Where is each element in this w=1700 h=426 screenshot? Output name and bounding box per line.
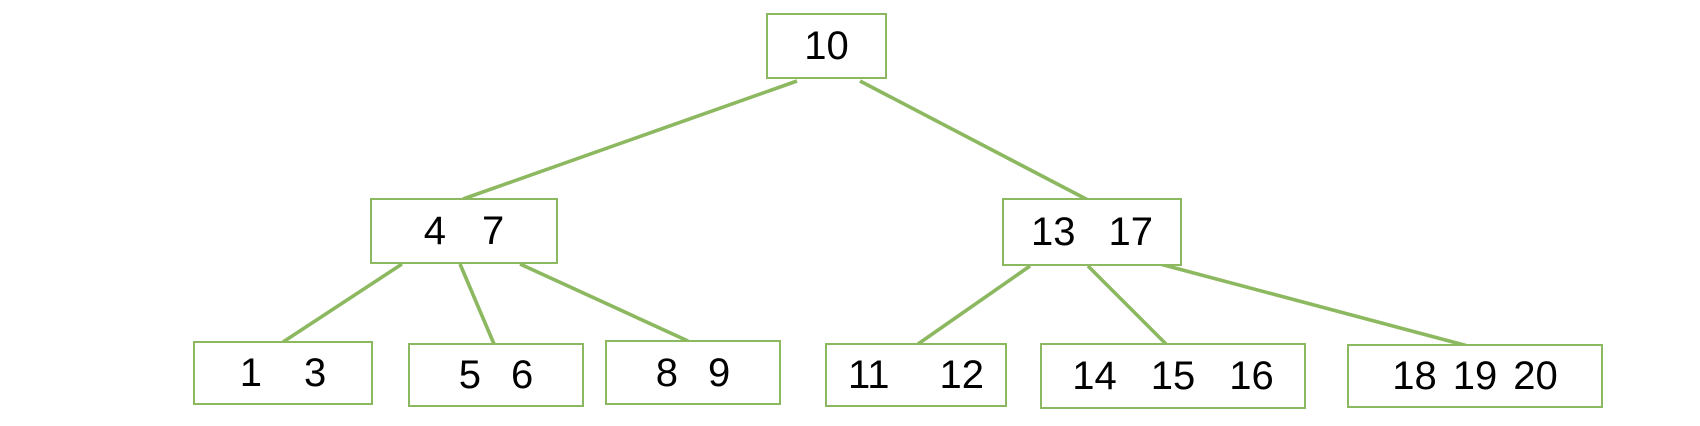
node-key: 16 [1229, 354, 1274, 398]
tree-edge-4-7-to-8-9 [519, 262, 689, 343]
node-key: 18 [1392, 354, 1437, 398]
tree-edge-4-7-to-1-3 [282, 262, 403, 344]
node-key: 9 [708, 350, 731, 395]
node-key: 12 [939, 353, 985, 397]
node-key: 4 [423, 209, 446, 253]
node-key: 8 [655, 350, 678, 395]
tree-leaf-1-3: 1 3 [193, 341, 373, 405]
node-key: 7 [482, 209, 505, 253]
node-key: 14 [1072, 354, 1117, 398]
tree-leaf-18-19-20: 18 19 20 [1347, 344, 1603, 408]
node-key: 20 [1513, 354, 1558, 398]
node-key: 19 [1452, 354, 1498, 398]
node-key: 17 [1108, 210, 1154, 254]
tree-leaf-11-12: 11 12 [825, 343, 1007, 407]
tree-edge-13-17-to-18-19-20 [1159, 262, 1469, 348]
tree-edge-root-to-4-7 [462, 79, 798, 201]
tree-edge-13-17-to-11-12 [916, 264, 1032, 346]
tree-edge-root-to-13-17 [859, 79, 1089, 202]
tree-leaf-5-6: 5 6 [408, 343, 584, 407]
node-key: 13 [1031, 210, 1076, 254]
tree-leaf-8-9: 8 9 [605, 340, 781, 405]
node-key: 11 [847, 353, 890, 397]
node-key: 6 [511, 353, 534, 397]
tree-node-13-17: 13 17 [1002, 198, 1182, 266]
tree-node-root: 10 [766, 13, 887, 79]
tree-node-4-7: 4 7 [370, 198, 558, 264]
node-key: 1 [239, 351, 262, 395]
tree-edge-13-17-to-14-15-16 [1086, 264, 1168, 346]
node-key: 3 [304, 351, 327, 395]
node-key: 15 [1150, 354, 1196, 398]
node-key: 5 [458, 353, 481, 397]
tree-edge-4-7-to-5-6 [458, 263, 496, 345]
tree-leaf-14-15-16: 14 15 16 [1040, 343, 1306, 409]
node-key: 10 [804, 24, 849, 68]
